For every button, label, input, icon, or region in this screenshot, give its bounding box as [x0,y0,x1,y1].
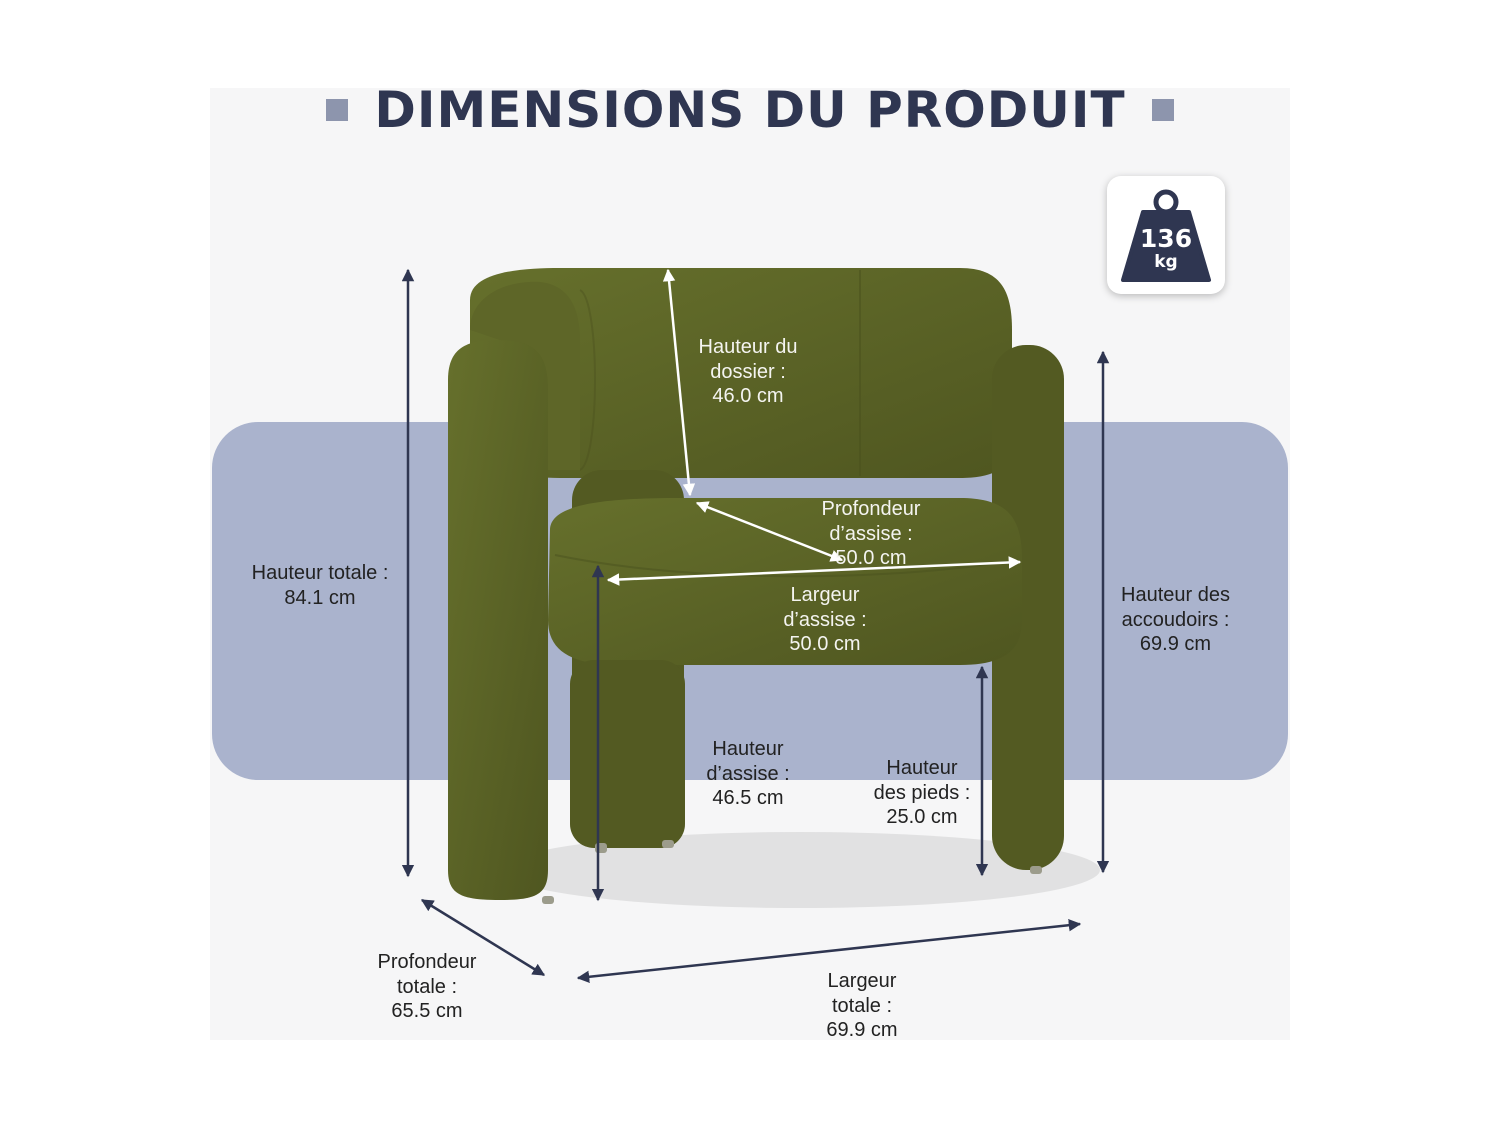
label-profondeur-assise: Profondeur d’assise : 50.0 cm [821,498,921,569]
label-largeur-assise: Largeur d’assise : 50.0 cm [783,584,867,655]
arrow-largeur-assise [606,556,1022,586]
label-hauteur-accoudoirs: Hauteur des accoudoirs : 69.9 cm [1121,584,1230,655]
label-hauteur-pieds: Hauteur des pieds : 25.0 cm [873,757,971,828]
label-hauteur-totale: Hauteur totale : 84.1 cm [251,562,389,609]
floor-shadow [500,832,1100,908]
chair-armrest-right [992,345,1064,870]
weight-unit: kg [1154,252,1178,272]
page-title: DIMENSIONS DU PRODUIT [374,81,1126,139]
chair-armrest-left [448,340,548,900]
arrow-hauteur-dossier [662,268,696,497]
weight-value: 136 [1139,224,1193,253]
label-hauteur-dossier: Hauteur du dossier : 46.0 cm [698,336,798,407]
square-decoration-icon [1151,99,1174,121]
label-profondeur-totale: Profondeur totale : 65.5 cm [377,951,477,1022]
title-bar: DIMENSIONS DU PRODUIT [0,78,1500,142]
label-largeur-totale: Largeur totale : 69.9 cm [826,970,898,1041]
arrow-profondeur-assise [695,501,844,562]
chair-leg-front-left [570,660,685,848]
arrow-profondeur-totale [420,898,546,977]
label-hauteur-assise: Hauteur d’assise : 46.5 cm [706,738,790,809]
weight-icon [1121,189,1211,282]
square-decoration-icon [326,99,349,121]
weight-badge: 136 kg [1107,176,1225,294]
arrow-largeur-totale [576,918,1082,984]
chair-backrest [470,268,1012,478]
